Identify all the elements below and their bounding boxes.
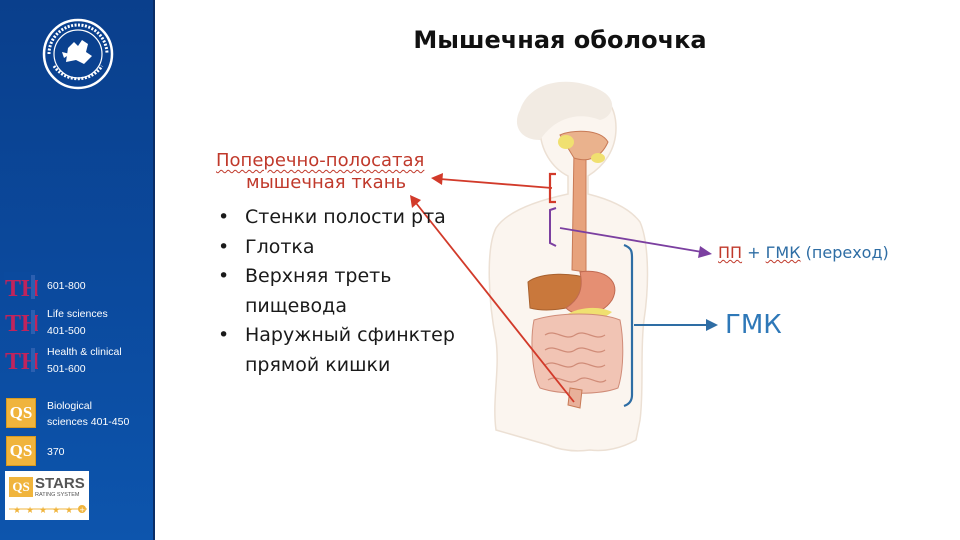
heading-line-2: мышечная ткань <box>246 172 407 193</box>
list-item: Стенки полости рта <box>218 203 458 233</box>
blue-bracket <box>623 243 634 408</box>
transition-label: ПП + ГМК (переход) <box>718 243 889 262</box>
slide-title: Мышечная оболочка <box>413 26 707 54</box>
ranking-qs-overall: QS 370 <box>4 436 154 468</box>
svg-text:★: ★ <box>52 506 60 515</box>
hair-shape <box>516 81 613 140</box>
ranking-the-health-clinical: THE Health & clinical 501-600 <box>4 345 154 381</box>
the-logo-icon: THE <box>5 348 38 375</box>
list-item: Глотка <box>218 233 458 263</box>
purple-bracket <box>549 207 557 247</box>
striated-locations-list: Стенки полости рта Глотка Верхняя треть … <box>218 203 458 380</box>
ranking-value: 370 <box>47 446 65 458</box>
ranking-qs-biological: QS Biological sciences 401-450 <box>4 398 154 432</box>
purple-arrow <box>559 227 703 253</box>
esophagus-shape <box>571 149 587 273</box>
ranking-label: Biological <box>47 400 92 412</box>
intestines-shape <box>531 313 624 394</box>
ranking-label: 601-800 <box>47 280 86 292</box>
list-item: Верхняя треть пищевода <box>218 262 458 321</box>
qs-logo-icon: QS <box>6 398 36 428</box>
qs-logo-icon: QS <box>9 477 33 497</box>
heading-line-1: Поперечно-полосатая <box>216 150 425 171</box>
qs-logo-icon: QS <box>6 436 36 466</box>
striated-muscle-heading: Поперечно-полосатая мышечная ткань <box>216 150 424 194</box>
gmk-text: ГМК <box>765 243 801 262</box>
svg-text:★: ★ <box>26 506 34 515</box>
transition-text: (переход) <box>800 243 889 262</box>
rectum-shape <box>567 387 583 409</box>
stars-rating-icon: ★ ★ ★ ★ ★ + <box>9 505 87 515</box>
svg-text:★: ★ <box>65 506 73 515</box>
university-emblem-icon <box>42 18 114 90</box>
red-arrow-heading <box>439 178 553 189</box>
salivary-gland-shape <box>558 135 574 149</box>
list-item: Наружный сфинктер прямой кишки <box>218 321 458 380</box>
ranking-value: 501-600 <box>47 363 86 375</box>
ranking-value: sciences 401-450 <box>47 416 130 428</box>
svg-text:+: + <box>79 506 85 514</box>
the-logo-icon: THE <box>5 310 38 337</box>
salivary-gland-shape <box>591 153 605 163</box>
ranking-label: Health & clinical <box>47 346 122 358</box>
ranking-the-life-sciences: THE Life sciences 401-500 <box>4 307 154 343</box>
ranking-value: 401-500 <box>47 325 86 337</box>
sidebar: THE 601-800 THE Life sciences 401-500 TH… <box>0 0 155 540</box>
the-logo-icon: THE <box>4 272 38 302</box>
ranking-the-overall: THE 601-800 <box>4 272 154 302</box>
stars-subtitle: RATING SYSTEM <box>35 492 80 498</box>
smooth-muscle-label: ГМК <box>725 310 782 340</box>
qs-stars-badge: QS STARS RATING SYSTEM ★ ★ ★ ★ ★ + <box>5 471 89 520</box>
ranking-label: Life sciences <box>47 308 108 320</box>
svg-text:★: ★ <box>39 506 47 515</box>
plus-text: + <box>742 243 766 262</box>
svg-text:★: ★ <box>13 506 21 515</box>
stars-title: STARS <box>35 475 85 492</box>
sidebar-divider <box>153 0 155 540</box>
pp-text: ПП <box>718 243 743 262</box>
